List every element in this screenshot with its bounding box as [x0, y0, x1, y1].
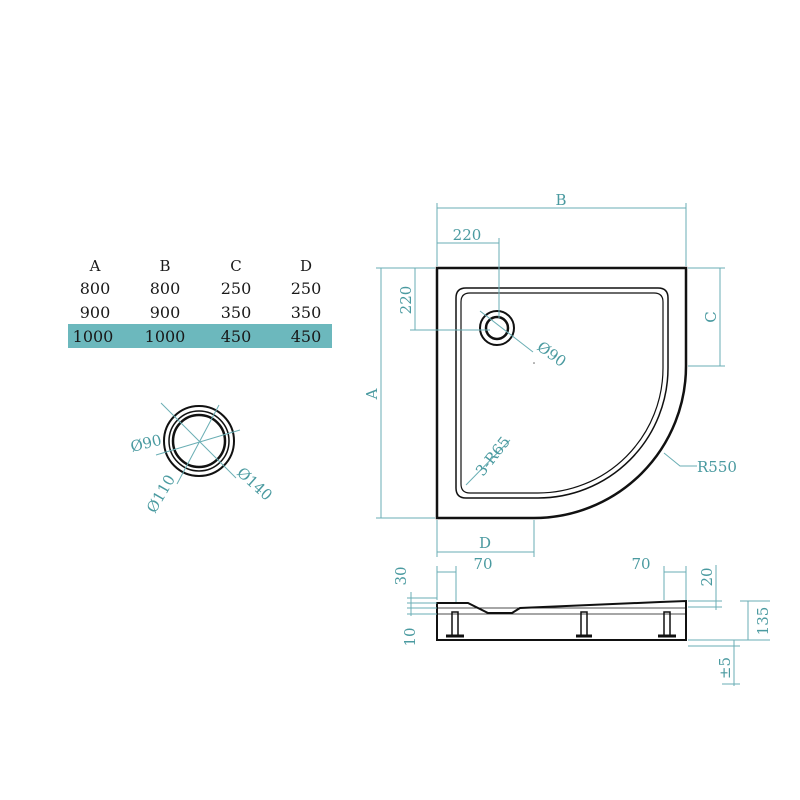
adjustable-leg — [451, 611, 459, 637]
waste-middle-ring — [168, 410, 230, 472]
table-header-a: A — [89, 257, 101, 275]
table-cell: 350 — [221, 303, 252, 322]
dim-label-top-thickness: 30 — [392, 566, 410, 585]
table-header-c: C — [230, 257, 241, 275]
dim-label-right-offset: 70 — [631, 555, 650, 573]
table-cell: 450 — [221, 327, 252, 346]
dim-label-drain-diameter: Ø90 — [534, 338, 570, 371]
dim-label-left-offset: 70 — [473, 555, 492, 573]
table-cell: 900 — [150, 303, 181, 322]
drain-inner — [484, 315, 510, 341]
table-cell: 900 — [80, 303, 111, 322]
waste-outer-diameter-label: Ø140 — [233, 464, 275, 505]
table-cell: 250 — [221, 279, 252, 298]
table-cell: 1000 — [73, 327, 114, 346]
waste-inner-diameter-label: Ø90 — [129, 431, 164, 456]
table-cell: 350 — [291, 303, 322, 322]
center-mark — [533, 362, 535, 364]
dim-label-total-height: 135 — [754, 607, 772, 636]
waste-detail: Ø90 Ø110 Ø140 — [129, 402, 276, 516]
waste-inner-ring — [171, 413, 227, 469]
adjustable-leg — [580, 611, 588, 637]
dim-label-a: A — [363, 388, 381, 400]
dim-label-leg-adjust: ±5 — [716, 657, 734, 679]
tray-outline — [435, 266, 688, 520]
table-cell: 450 — [291, 327, 322, 346]
dimension-table: A B C D 800 800 250 250 900 900 350 350 … — [68, 257, 332, 348]
dim-label-rim-drop: 20 — [698, 567, 716, 586]
drain-leader — [479, 310, 534, 353]
section-body — [436, 599, 687, 641]
dim-label-outer-radius: R550 — [697, 458, 737, 476]
waste-diagonal-line — [176, 404, 220, 485]
dim-label-b: B — [555, 191, 566, 209]
dim-label-drain-x: 220 — [453, 226, 482, 244]
radius-leader — [465, 439, 511, 486]
dim-label-drain-y: 220 — [397, 286, 415, 315]
drain-outer — [479, 310, 515, 346]
table-cell: 800 — [150, 279, 181, 298]
waste-diagonal-line — [155, 429, 241, 456]
dim-label-d: D — [479, 534, 491, 552]
tray-basin-outer — [455, 287, 669, 499]
waste-middle-diameter-label: Ø110 — [143, 472, 179, 516]
plan-view: B 220 220 A C D Ø90 3-R65 R550 — [363, 191, 737, 557]
waste-diagonal-line — [160, 402, 237, 479]
tray-basin-inner — [460, 292, 664, 494]
adjustable-leg — [663, 611, 671, 637]
table-header-d: D — [300, 257, 312, 275]
dim-label-inner-radius: 3-R65 — [472, 433, 514, 480]
table-cell: 1000 — [145, 327, 186, 346]
table-cell: 250 — [291, 279, 322, 298]
dim-label-base-thickness: 10 — [401, 627, 419, 646]
outer-radius-leader — [663, 452, 697, 467]
dim-label-c: C — [702, 311, 720, 322]
table-cell: 800 — [80, 279, 111, 298]
section-view: 70 70 30 10 20 135 ±5 — [392, 555, 772, 686]
table-header-b: B — [159, 257, 170, 275]
table-highlight-row — [68, 324, 332, 348]
waste-outer-ring — [163, 405, 235, 477]
